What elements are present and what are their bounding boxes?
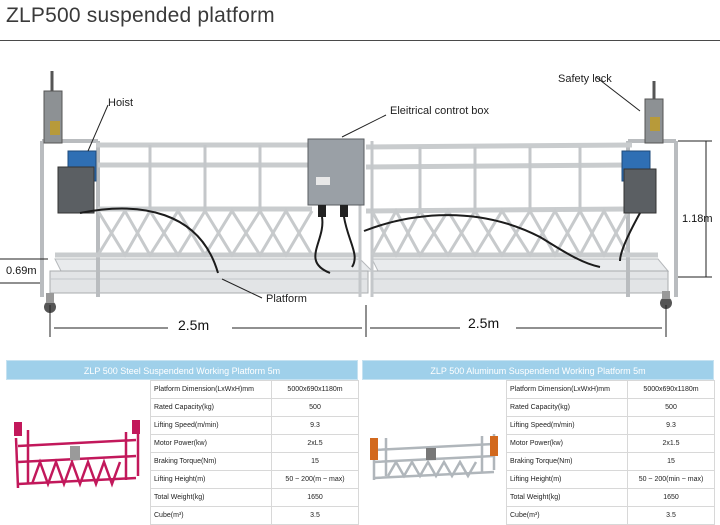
spec-value: 15 xyxy=(271,452,359,471)
length-right-dimension: 2.5m xyxy=(468,315,500,331)
table-row: Braking Torque(Nm)15 xyxy=(150,452,359,471)
cables xyxy=(79,207,641,274)
table-row: Cube(m³)3.5 xyxy=(506,506,715,525)
safety-lock-label: Safety lock xyxy=(558,73,612,85)
table-row: Braking Torque(Nm)15 xyxy=(506,452,715,471)
spec-value: 15 xyxy=(627,452,715,471)
table-row: Lifting Height(m)50 ~ 200(min ~ max) xyxy=(506,470,715,489)
spec-value: 9.3 xyxy=(271,416,359,435)
spec-label: Total Weight(kg) xyxy=(150,488,272,507)
spec-value: 50 ~ 200(min ~ max) xyxy=(627,470,715,489)
spec-label: Motor Power(kw) xyxy=(150,434,272,453)
spec-value: 500 xyxy=(627,398,715,417)
callout-lines xyxy=(0,76,712,337)
spec-value: 9.3 xyxy=(627,416,715,435)
height-dimension: 1.18m xyxy=(682,213,713,225)
hoist-right xyxy=(621,81,664,214)
aluminum-spec-panel: ZLP 500 Aluminum Suspendend Working Plat… xyxy=(362,360,715,525)
title-divider xyxy=(0,40,720,41)
platform-label: Platform xyxy=(266,293,307,305)
hoist-left xyxy=(43,71,97,214)
spec-label: Rated Capacity(kg) xyxy=(150,398,272,417)
page-title: ZLP500 suspended platform xyxy=(6,4,275,27)
spec-label: Lifting Speed(m/min) xyxy=(150,416,272,435)
table-row: Motor Power(kw)2xL5 xyxy=(150,434,359,453)
control-box-label: Eleitrical controt box xyxy=(390,105,490,117)
spec-value: 2xL5 xyxy=(271,434,359,453)
table-row: Lifting Height(m)50 ~ 200(m ~ max) xyxy=(150,470,359,489)
spec-label: Platform Dimension(LxWxH)mm xyxy=(150,380,272,399)
truss xyxy=(96,207,630,259)
steel-spec-panel: ZLP 500 Steel Suspendend Working Platfor… xyxy=(6,360,359,525)
platform-diagram: Hoist Safety lock Eleitrical controt box… xyxy=(0,41,720,355)
spec-value: 3.5 xyxy=(271,506,359,525)
spec-label: Lifting Height(m) xyxy=(150,470,272,489)
steel-platform-thumbnail xyxy=(14,420,140,489)
spec-label: Cube(m³) xyxy=(150,506,272,525)
table-row: Lifting Speed(m/min)9.3 xyxy=(150,416,359,435)
table-row: Lifting Speed(m/min)9.3 xyxy=(506,416,715,435)
spec-label: Braking Torque(Nm) xyxy=(506,452,628,471)
aluminum-spec-header: ZLP 500 Aluminum Suspendend Working Plat… xyxy=(362,360,714,380)
length-left-dimension: 2.5m xyxy=(178,317,210,333)
depth-dimension: 0.69m xyxy=(6,265,37,277)
table-row: Rated Capacity(kg)500 xyxy=(506,398,715,417)
table-row: Rated Capacity(kg)500 xyxy=(150,398,359,417)
spec-label: Braking Torque(Nm) xyxy=(150,452,272,471)
spec-value: 3.5 xyxy=(627,506,715,525)
spec-label: Platform Dimension(LxWxH)mm xyxy=(506,380,628,399)
aluminum-platform-thumbnail xyxy=(370,434,498,480)
spec-value: 5000x690x1180m xyxy=(271,380,359,399)
spec-value: 500 xyxy=(271,398,359,417)
spec-label: Lifting Speed(m/min) xyxy=(506,416,628,435)
spec-label: Lifting Height(m) xyxy=(506,470,628,489)
spec-value: 5000x690x1180m xyxy=(627,380,715,399)
hoist-label: Hoist xyxy=(108,97,134,109)
spec-label: Total Weight(kg) xyxy=(506,488,628,507)
spec-label: Motor Power(kw) xyxy=(506,434,628,453)
control-box xyxy=(307,138,365,217)
table-row: Total Weight(kg)1650 xyxy=(506,488,715,507)
platform-deck xyxy=(49,258,670,294)
wheels xyxy=(44,291,672,313)
platform-drawing xyxy=(0,71,712,337)
spec-value: 1650 xyxy=(271,488,359,507)
spec-value: 2x1.5 xyxy=(627,434,715,453)
table-row: Cube(m³)3.5 xyxy=(150,506,359,525)
spec-label: Rated Capacity(kg) xyxy=(506,398,628,417)
spec-value: 50 ~ 200(m ~ max) xyxy=(271,470,359,489)
steel-spec-header: ZLP 500 Steel Suspendend Working Platfor… xyxy=(6,360,358,380)
table-row: Total Weight(kg)1650 xyxy=(150,488,359,507)
spec-value: 1650 xyxy=(627,488,715,507)
spec-label: Cube(m³) xyxy=(506,506,628,525)
table-row: Motor Power(kw)2x1.5 xyxy=(506,434,715,453)
